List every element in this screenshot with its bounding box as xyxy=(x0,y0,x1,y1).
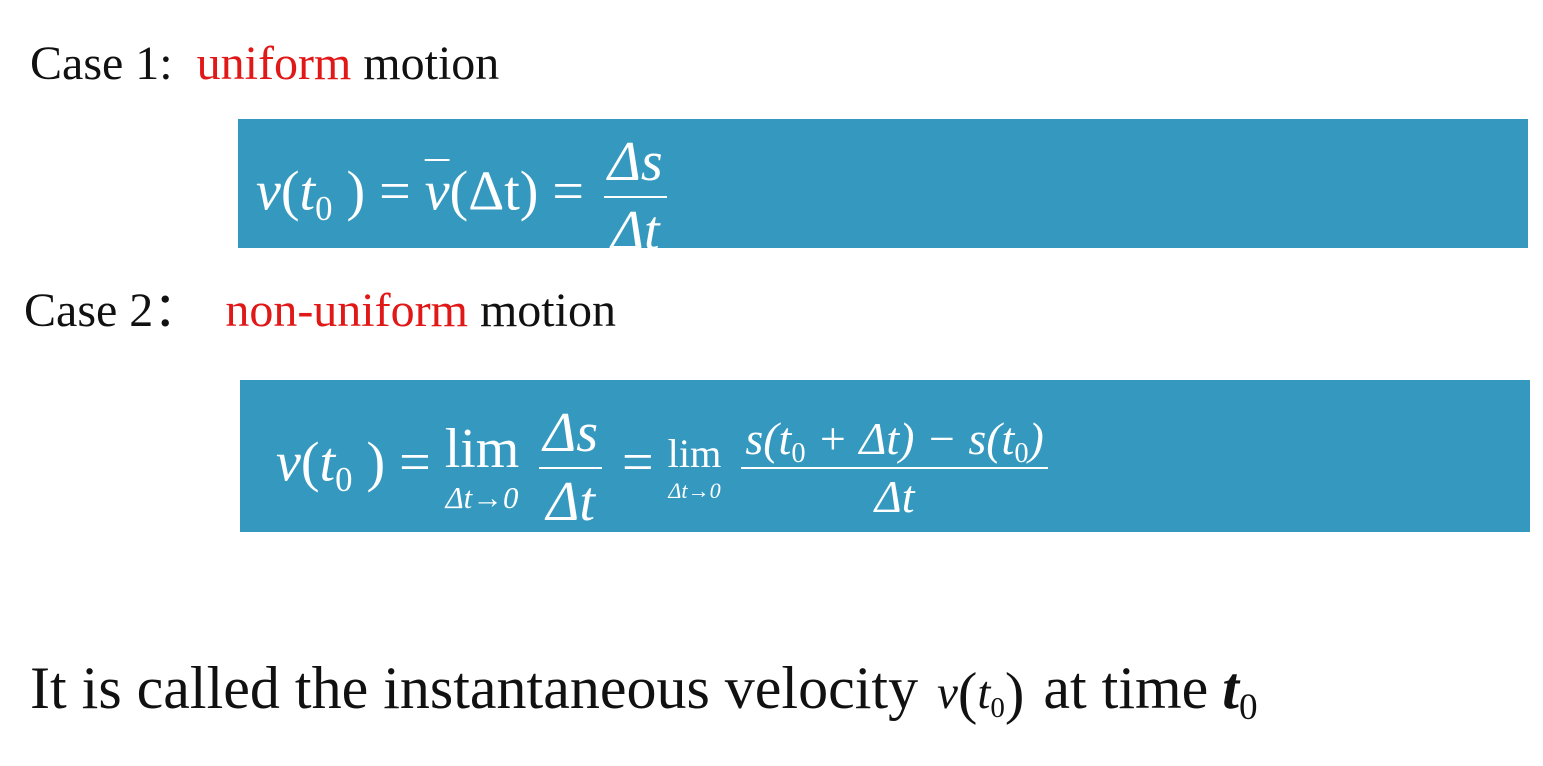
difference-numerator: s(t0 + Δt) − s(t0) xyxy=(745,412,1044,470)
lim-subscript: Δt→0 xyxy=(445,481,519,516)
difference-denominator: Δt xyxy=(874,470,915,522)
instantaneous-velocity-formula: v(t0 ) = lim Δt→0 Δs Δt = lim Δt→0 s(t0 … xyxy=(276,404,1054,532)
summary-text: It is called the instantaneous velocity xyxy=(30,655,934,721)
lhs-variable: t xyxy=(319,431,336,494)
difference-quotient: s(t0 + Δt) − s(t0) Δt xyxy=(741,412,1048,522)
case1-label: Case 1: xyxy=(30,37,197,90)
equals-sign-2: = xyxy=(552,160,585,223)
average-velocity-arg: (Δt) xyxy=(449,160,539,223)
fraction-bar xyxy=(539,466,603,469)
fraction-bar xyxy=(604,195,667,198)
delta-s-over-delta-t: Δs Δt xyxy=(539,402,603,533)
lim-subscript-2: Δt→0 xyxy=(668,477,721,503)
equals-sign: = xyxy=(379,160,411,223)
equals-sign: = xyxy=(399,431,431,494)
delta-s-over-delta-t: Δs Δt xyxy=(604,133,667,261)
fraction-denominator: Δt xyxy=(611,199,660,262)
limit-operator: lim Δt→0 xyxy=(445,421,520,514)
average-velocity-symbol: v xyxy=(424,160,450,223)
case2-label: Case 2： xyxy=(24,284,226,337)
uniform-motion-formula-box: v(t0 ) = v(Δt) = Δs Δt xyxy=(238,119,1528,260)
limit-operator-2: lim Δt→0 xyxy=(667,430,722,503)
lim-word: lim xyxy=(444,418,520,481)
uniform-velocity-formula: v(t0 ) = v(Δt) = Δs Δt xyxy=(256,133,673,261)
lhs-subscript: 0 xyxy=(315,189,333,229)
summary-text-2: at time xyxy=(1028,655,1209,721)
non-uniform-motion-formula-box: v(t0 ) = lim Δt→0 Δs Δt = lim Δt→0 s(t0 … xyxy=(240,380,1530,532)
case2-heading: Case 2： non-uniform motion xyxy=(24,287,616,335)
lim-word-2: lim xyxy=(667,430,722,476)
fraction-numerator: Δs xyxy=(608,131,663,193)
lhs-function: v xyxy=(276,431,301,494)
lhs-variable: t xyxy=(299,160,316,223)
case1-accent-word: uniform xyxy=(196,37,352,90)
case1-heading: Case 1: uniform motion xyxy=(30,40,499,88)
summary-t0-symbol: t0 xyxy=(1222,655,1258,729)
difference-fraction-bar xyxy=(741,466,1048,469)
fraction-denominator: Δt xyxy=(546,470,595,533)
instantaneous-velocity-summary: It is called the instantaneous velocity … xyxy=(30,655,1258,729)
case2-accent-word: non-uniform xyxy=(225,284,468,337)
case1-rest: motion xyxy=(351,37,500,90)
case2-rest: motion xyxy=(467,284,616,337)
lhs-subscript: 0 xyxy=(335,460,353,500)
equals-sign-2: = xyxy=(622,431,654,494)
lhs-function: v xyxy=(256,160,281,223)
fraction-numerator: Δs xyxy=(543,402,599,464)
summary-v-expression: v(t0) xyxy=(937,660,1025,726)
